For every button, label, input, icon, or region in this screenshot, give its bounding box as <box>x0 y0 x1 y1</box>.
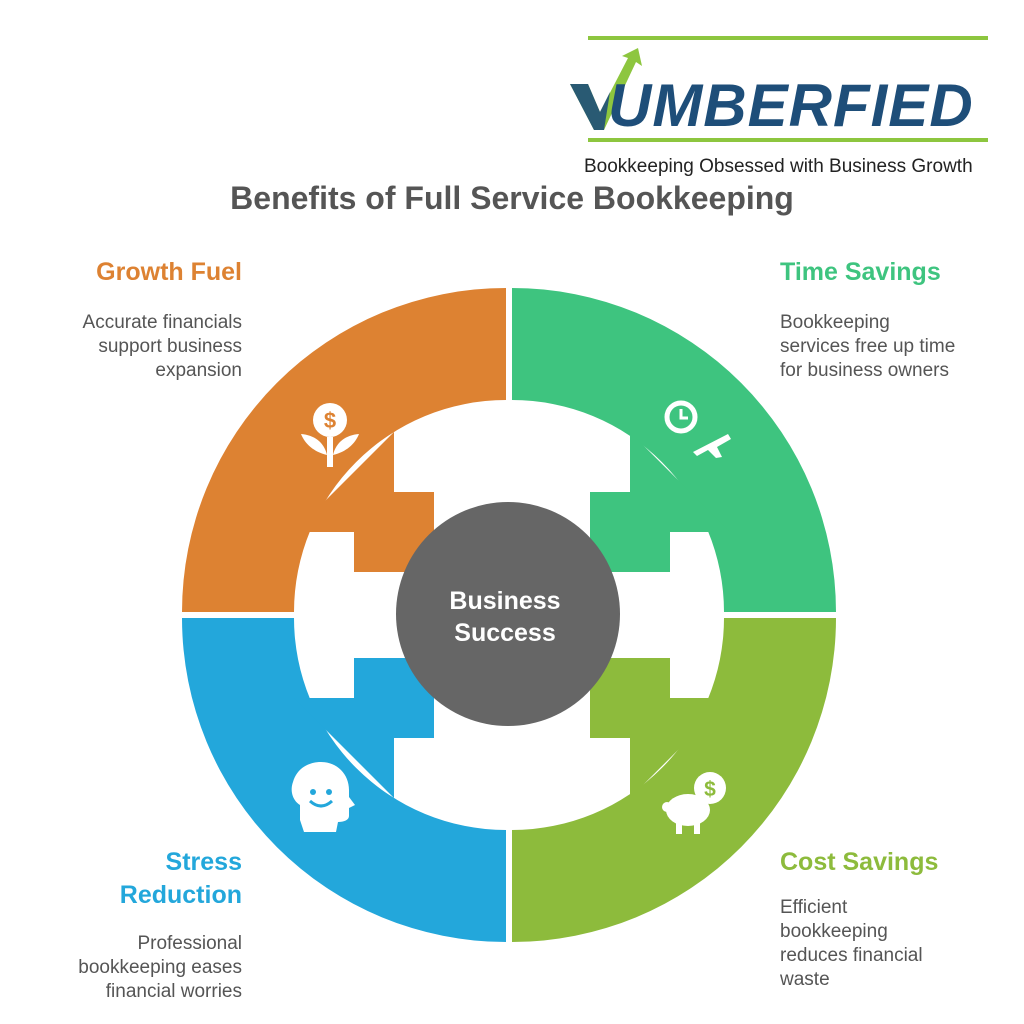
logo-bottom-rule <box>588 138 988 142</box>
logo-top-rule <box>588 36 988 40</box>
time-desc-line-1: Bookkeeping <box>780 312 890 333</box>
stress-title-line-1: Stress <box>165 848 242 876</box>
center-circle <box>396 502 620 726</box>
growth-fuel-desc: Accurate financials support business exp… <box>22 311 242 383</box>
stress-desc-line-3: financial worries <box>105 981 242 1002</box>
stress-reduction-desc: Professional bookkeeping eases financial… <box>22 932 242 1004</box>
smiling-head-icon <box>291 762 355 832</box>
logo-wordmark: UMBERFIED <box>608 72 974 139</box>
ring-segment-cost <box>512 618 836 942</box>
logo-tagline: Bookkeeping Obsessed with Business Growt… <box>584 156 973 177</box>
center-line-2: Success <box>454 619 556 647</box>
svg-text:$: $ <box>324 408 336 433</box>
svg-text:$: $ <box>704 778 716 801</box>
time-desc-line-3: for business owners <box>780 360 949 381</box>
company-logo: UMBERFIED Bookkeeping Obsessed with Busi… <box>560 32 1000 182</box>
stress-desc-line-2: bookkeeping eases <box>78 957 242 978</box>
growth-desc-line-3: expansion <box>155 360 242 381</box>
cost-desc-line-1: Efficient <box>780 897 848 918</box>
cost-desc-line-3: reduces financial <box>780 945 923 966</box>
piggy-bank-icon: $ <box>662 772 726 834</box>
time-savings-desc: Bookkeeping services free up time for bu… <box>780 311 1010 383</box>
stress-desc-line-1: Professional <box>137 933 242 954</box>
money-plant-icon: $ <box>301 403 359 467</box>
growth-desc-line-1: Accurate financials <box>82 312 242 333</box>
cost-desc-line-2: bookkeeping <box>780 921 888 942</box>
growth-desc-line-2: support business <box>98 336 242 357</box>
time-savings-title: Time Savings <box>780 258 941 286</box>
stress-reduction-title: Stress Reduction <box>42 846 242 912</box>
logo-check-arrow-icon <box>570 48 642 130</box>
cost-desc-line-4: waste <box>780 969 830 990</box>
time-desc-line-2: services free up time <box>780 336 956 357</box>
cost-savings-title: Cost Savings <box>780 848 939 876</box>
ring-segment-time <box>512 288 836 612</box>
center-line-1: Business <box>449 587 561 615</box>
growth-fuel-title: Growth Fuel <box>96 258 242 286</box>
clock-plane-icon <box>664 400 731 458</box>
center-label: Business Success <box>405 585 605 649</box>
cost-savings-desc: Efficient bookkeeping reduces financial … <box>780 896 1010 992</box>
stress-title-line-2: Reduction <box>119 881 242 909</box>
page-title: Benefits of Full Service Bookkeeping <box>230 180 794 216</box>
